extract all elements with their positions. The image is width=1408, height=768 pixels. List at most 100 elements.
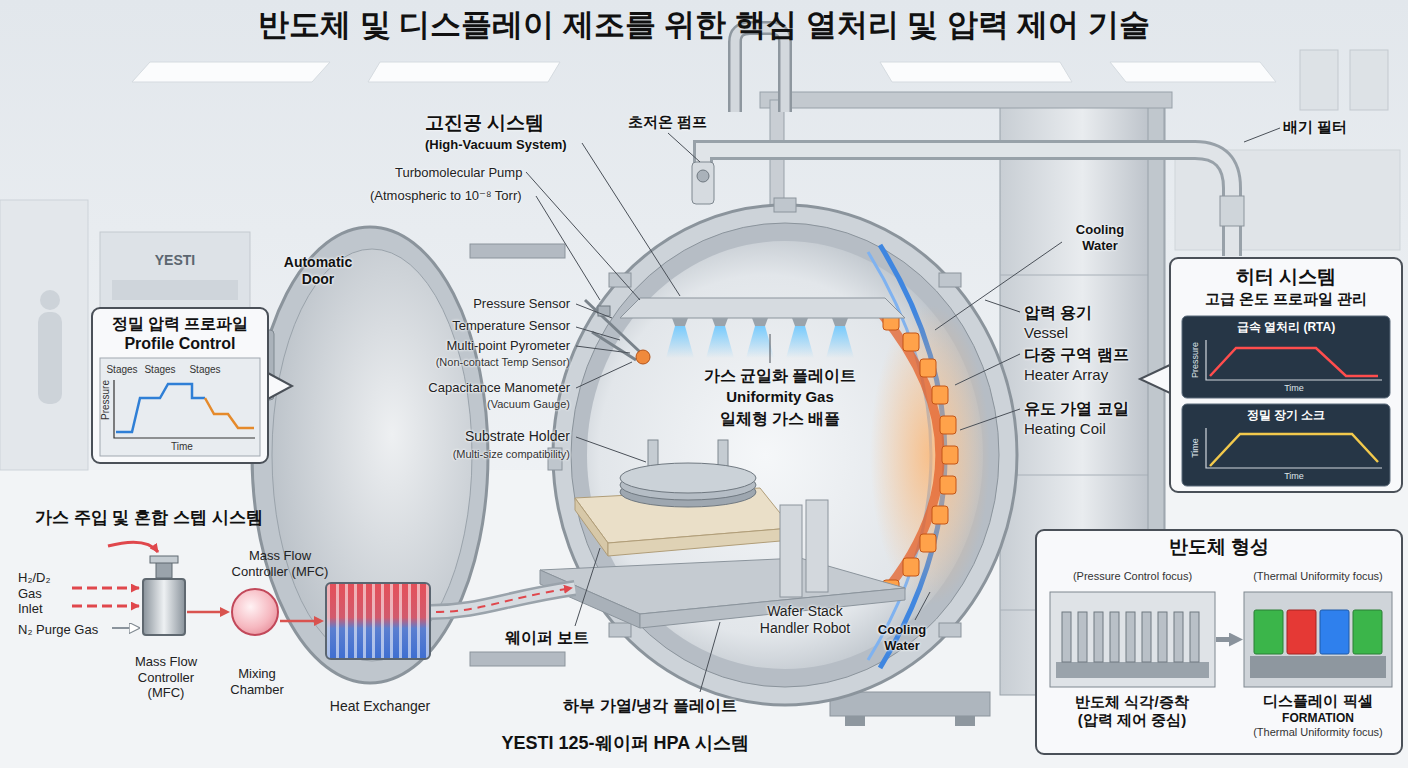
formation-panel-art [1062,612,1071,662]
sensors [585,300,650,364]
title: 반도체 및 디스플레이 제조를 위한 핵심 열처리 및 압력 제어 기술 [258,6,1150,43]
node-text: 반도체 식각/증착 (압력 제어 중심) [1057,693,1207,729]
part-label: Vessel [1024,324,1068,342]
formation-panel-art [1250,656,1386,678]
formation-panel-art [1174,612,1183,662]
vessel-frame [1000,475,1148,476]
leader-line [526,172,640,300]
part-label: H₂/D₂ Gas Inlet [18,570,70,617]
room [0,200,88,470]
room [1300,50,1338,110]
caption: YESTI 125-웨이퍼 HPA 시스템 [501,733,748,755]
gas-inlet-arrows [72,587,139,590]
part-label: Temperature Sensor [452,318,570,334]
part-label: 웨이퍼 보트 [505,628,589,647]
heater-panel-art [1182,316,1390,398]
room [1110,62,1276,82]
part-label: 고진공 시스템 [425,112,544,135]
part-label: Time [171,441,193,453]
formation-panel: 반도체 형성 (Pressure Control focus) 반도체 식각/증착 … [1036,530,1402,754]
part-label: Cooling Water [867,622,937,653]
vessel-frame [1000,275,1148,276]
gas-plate [620,298,905,358]
leader-line [915,592,930,620]
part-label: Wafer Stack Handler Robot [751,603,859,637]
leader-line [582,143,680,296]
node-title: Mixing Chamber [222,666,292,697]
leader-line [955,354,1020,385]
formation-panel-art [1142,612,1151,662]
part-label: Stages [106,364,137,376]
heater-array [932,506,948,524]
part-label: 일체형 가스 배플 [720,409,841,428]
node-title: 히터 시스템 [1170,266,1402,289]
vessel-flange [939,273,961,287]
node-text: FORMATION [1236,711,1400,725]
formation-panel-art [1126,612,1135,662]
room [0,470,1408,768]
flow-arrow [187,611,220,614]
part-label: YESTI [155,252,195,269]
door [272,249,472,661]
profile-panel-art [266,372,292,400]
door [470,652,565,666]
leader-line [576,362,632,388]
part-label: Time [1284,471,1304,482]
heater-panel-art [1210,348,1378,376]
leader-line [960,409,1020,430]
leader-line [536,196,600,300]
formation-panel-art [1056,662,1209,678]
heater-panel-art [1182,404,1390,486]
node-title: 급속 열처리 (RTA) [1182,320,1390,334]
vessel-flange [548,198,1017,705]
profile-panel-art [92,308,268,463]
room [1350,50,1388,110]
node-text: 고급 온도 프로파일 관리 [1170,290,1402,308]
leader-line [576,437,646,462]
handler-robot [780,505,802,597]
part-label: 가스 균일화 플레이트 [704,366,857,385]
formation-panel-art [1254,610,1283,654]
wafer-boat [575,498,608,556]
boat-platform [540,558,905,628]
formation-panel-art [1050,592,1215,687]
part-label: Heater Array [1024,366,1108,384]
node-title: Mass Flow Controller (MFC) [124,654,208,701]
gas-plate [620,298,905,318]
gas-pipe [431,588,575,612]
leader-line [576,346,630,353]
gas-plate [672,318,688,326]
gas-plate [786,326,814,358]
part-label: Stages [144,364,175,376]
node-title: 정밀 장기 소크 [1182,408,1390,422]
gas-plate [706,326,734,358]
axis-label: Pressure [1190,342,1201,378]
profile-panel-art [114,380,255,438]
mixing-chamber: Mixing Chamber [231,588,279,636]
part-label: Uniformity Gas [726,388,834,406]
door [470,244,565,258]
part-label: Automatic Door [272,254,364,288]
room [132,62,330,82]
formation-panel-art [1110,612,1119,662]
gas-inlet-arrows [108,542,158,552]
vessel-flange [939,623,961,637]
heater-panel-art [1140,364,1172,394]
gas-pipe [431,588,575,612]
part-label: 배기 필터 [1283,118,1347,136]
vessel-flange [774,198,796,212]
part-label: (Vacuum Gauge) [487,398,570,411]
node-title: 반도체 형성 [1036,536,1402,559]
node-title: (Pressure Control focus) [1040,570,1225,583]
part-label: 초저온 펌프 [628,113,707,131]
node-text: Profile Control [92,334,268,353]
heat-exchanger: Heat Exchanger [325,582,431,660]
wafer-boat [620,463,756,493]
formation-panel-art [1320,610,1349,654]
leader-line [1244,128,1280,142]
room [368,62,560,82]
part-label: Substrate Holder [465,428,570,445]
gas-plate [832,318,848,326]
heater-panel: 히터 시스템고급 온도 프로파일 관리급속 열처리 (RTA) 정밀 장기 소크 [1170,258,1402,492]
